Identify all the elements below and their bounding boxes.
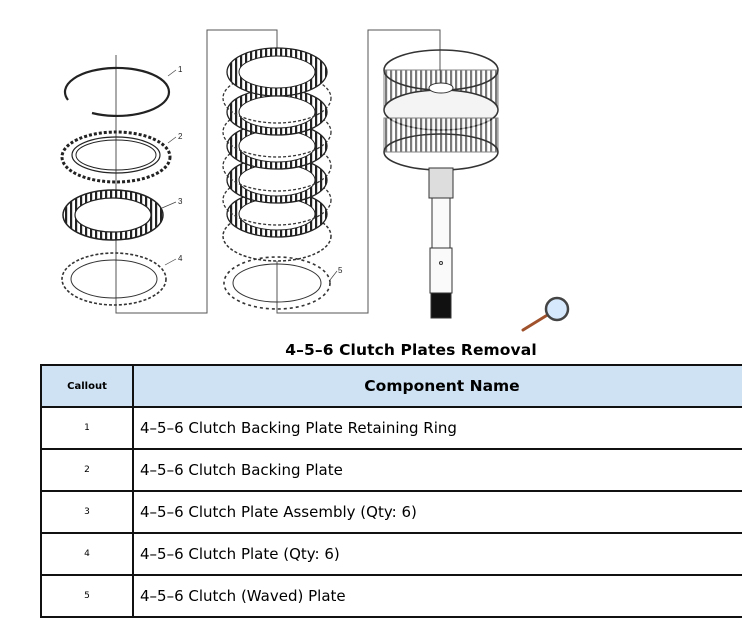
table-header-row: Callout Component Name <box>40 364 742 408</box>
clutch-pack-stack <box>222 47 332 262</box>
table-row: 5 4–5–6 Clutch (Waved) Plate <box>40 574 742 618</box>
magnifier-icon[interactable] <box>519 296 573 334</box>
table-row: 1 4–5–6 Clutch Backing Plate Retaining R… <box>40 406 742 450</box>
clutch-plate-part-4 <box>61 252 167 306</box>
callout-label-4: 4 <box>178 254 183 263</box>
callout-cell: 5 <box>40 574 134 618</box>
component-table: Callout Component Name 1 4–5–6 Clutch Ba… <box>40 364 742 618</box>
figure-caption: 4–5–6 Clutch Plates Removal <box>285 341 537 359</box>
retaining-ring-part-1 <box>63 66 171 118</box>
callout-cell: 3 <box>40 490 134 534</box>
component-name-cell: 4–5–6 Clutch Backing Plate <box>132 448 742 492</box>
component-name-cell: 4–5–6 Clutch Plate (Qty: 6) <box>132 532 742 576</box>
callout-cell: 1 <box>40 406 134 450</box>
callout-cell: 4 <box>40 532 134 576</box>
clutch-exploded-view-illustration: 1 2 3 4 5 <box>60 29 499 319</box>
backing-plate-part-2 <box>60 130 172 184</box>
callout-cell: 2 <box>40 448 134 492</box>
component-name-column-header: Component Name <box>132 364 742 408</box>
component-name-cell: 4–5–6 Clutch Backing Plate Retaining Rin… <box>132 406 742 450</box>
table-row: 4 4–5–6 Clutch Plate (Qty: 6) <box>40 532 742 576</box>
callout-column-header: Callout <box>40 364 134 408</box>
table-row: 2 4–5–6 Clutch Backing Plate <box>40 448 742 492</box>
table-row: 3 4–5–6 Clutch Plate Assembly (Qty: 6) <box>40 490 742 534</box>
clutch-plate-assembly-part-3 <box>62 189 164 241</box>
component-name-cell: 4–5–6 Clutch Plate Assembly (Qty: 6) <box>132 490 742 534</box>
waved-plate-part-5 <box>223 256 331 310</box>
callout-label-2: 2 <box>178 132 183 141</box>
component-name-cell: 4–5–6 Clutch (Waved) Plate <box>132 574 742 618</box>
clutch-hub-shaft <box>383 49 499 319</box>
callout-label-3: 3 <box>178 197 183 206</box>
callout-label-5: 5 <box>338 266 343 275</box>
callout-label-1: 1 <box>178 65 183 74</box>
